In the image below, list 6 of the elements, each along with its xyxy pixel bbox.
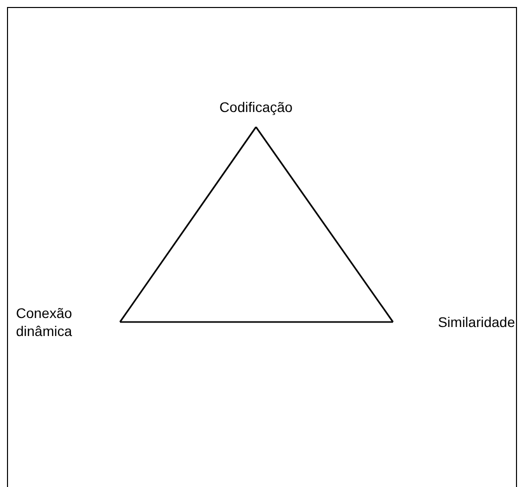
- triangle-side: [255, 126, 394, 322]
- triangle-side: [119, 126, 257, 322]
- triangle-side: [120, 321, 393, 323]
- vertex-label: Codificação: [219, 98, 293, 116]
- vertex-label: Conexão dinâmica: [16, 304, 74, 340]
- vertex-label: Similaridade: [438, 313, 515, 331]
